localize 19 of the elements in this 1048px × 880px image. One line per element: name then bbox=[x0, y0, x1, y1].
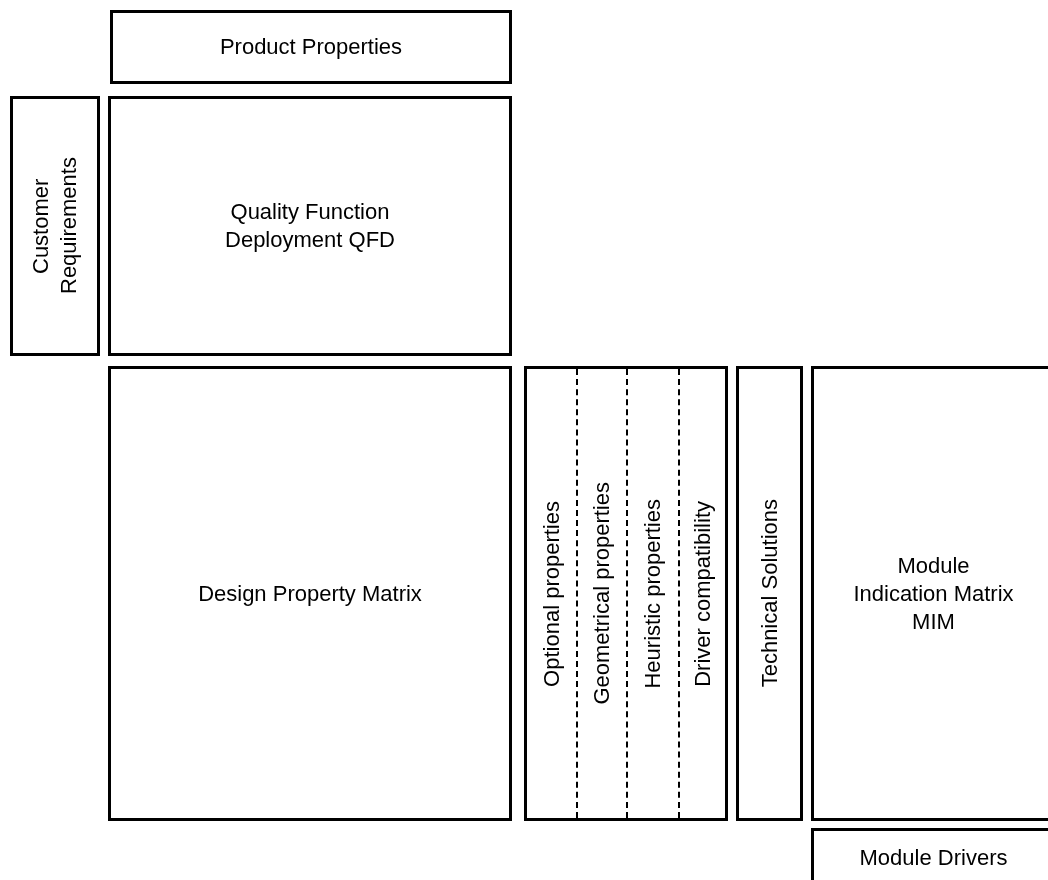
box-label: Geometrical properties bbox=[588, 482, 615, 705]
footer-box bbox=[811, 828, 1048, 880]
box-label: Optional properties bbox=[537, 500, 565, 687]
box-label: Product Properties bbox=[219, 33, 403, 61]
matrix-box bbox=[811, 366, 1048, 821]
box-label: Module Drivers bbox=[859, 844, 1008, 872]
matrix-box bbox=[108, 96, 512, 356]
column-group-box bbox=[524, 366, 728, 821]
box-label: Technical Solutions bbox=[755, 499, 783, 688]
matrix-box bbox=[108, 366, 512, 821]
box-label: Quality Function Deployment QFD bbox=[224, 198, 396, 254]
side-header-box bbox=[10, 96, 100, 356]
header-box bbox=[110, 10, 512, 84]
box-label: Driver compatibility bbox=[688, 500, 716, 687]
column-box bbox=[736, 366, 803, 821]
box-label: Module Indication Matrix MIM bbox=[852, 551, 1015, 636]
box-label: Heuristic properties bbox=[639, 498, 666, 689]
box-label: Customer Requirements bbox=[27, 156, 82, 297]
box-label: Design Property Matrix bbox=[198, 579, 422, 608]
